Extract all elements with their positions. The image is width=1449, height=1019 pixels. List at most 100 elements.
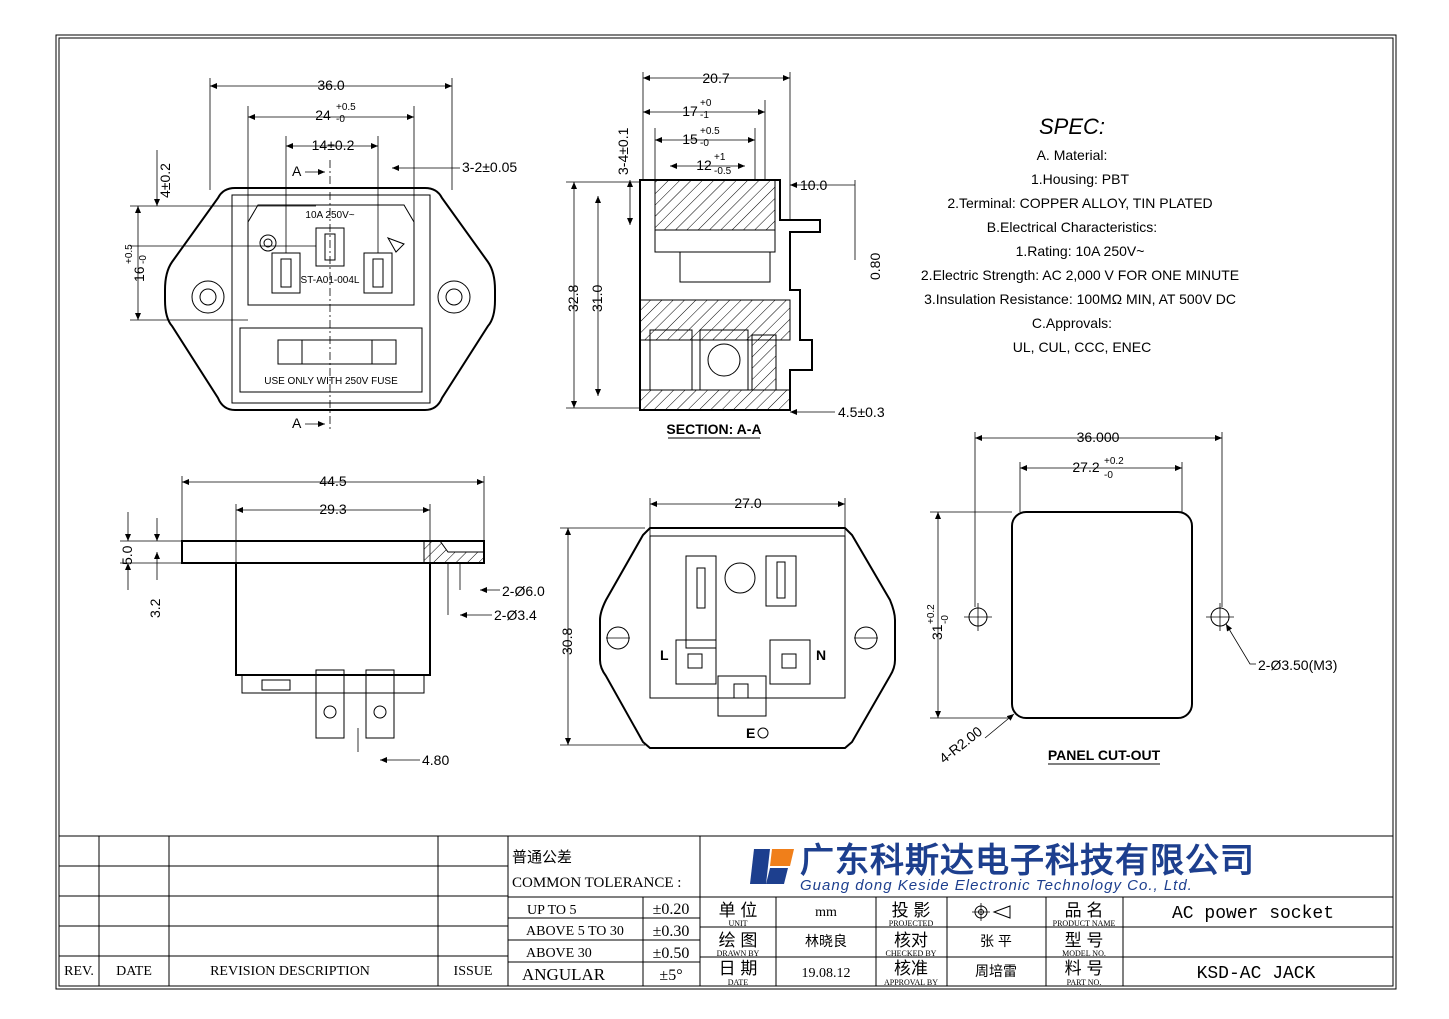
section-dim-15-tol-up: +0.5 xyxy=(700,126,720,137)
tb-checked-value: 张 平 xyxy=(980,933,1012,949)
front-flange-outline xyxy=(164,187,496,411)
tb-approval-cn: 核准 xyxy=(894,959,928,978)
tb-date-cn: 日 期 xyxy=(719,959,758,978)
side-dim-445-label: 44.5 xyxy=(319,473,346,489)
cutout-dim-31-label: 31 xyxy=(929,624,945,640)
sheet-outer-border xyxy=(55,34,1397,990)
tb-header-issue: ISSUE xyxy=(454,964,493,979)
front-fuse-drawer xyxy=(239,327,423,393)
tb-approval-en: APPROVAL BY xyxy=(884,978,938,987)
section-dim-207-label: 20.7 xyxy=(702,70,729,86)
side-body-base xyxy=(241,674,425,694)
side-view: 44.5 29.3 5.0 3.2 2-Ø6.0 2-Ø3.4 4.80 xyxy=(119,473,545,768)
spec-line-8: C.Approvals: xyxy=(1032,315,1112,331)
section-view: SECTION: A-A 20.7 17 +0 -1 15 +0.5 -0 12… xyxy=(565,70,885,439)
front-mount-hole-right xyxy=(437,280,471,314)
side-d34-label: 2-Ø3.4 xyxy=(494,607,537,623)
front-dim-24-tol-up: +0.5 xyxy=(336,102,356,113)
back-body xyxy=(649,535,846,699)
front-fuse-cap-right xyxy=(371,339,397,365)
back-fuse-clip-right-slot xyxy=(776,561,786,599)
tb-date-en: DATE xyxy=(728,978,749,987)
tb-drawn-cn: 绘 图 xyxy=(719,931,758,950)
back-terminal-L-screw xyxy=(687,653,703,669)
cutout-holes-label: 2-Ø3.50(M3) xyxy=(1258,657,1337,673)
projection-symbol-icon xyxy=(972,903,1011,921)
cutout-dim-272-tol-low: -0 xyxy=(1104,470,1113,481)
side-terminal-left-hole xyxy=(323,705,337,719)
section-dim-12-label: 12 xyxy=(696,157,712,173)
tb-projected-en: PROJECTED xyxy=(889,919,934,928)
back-label-L: L xyxy=(660,647,669,663)
spec-line-9: UL, CUL, CCC, ENEC xyxy=(1013,339,1151,355)
back-earth-symbol-icon xyxy=(757,727,769,739)
front-dim-4-label: 4±0.2 xyxy=(157,163,173,198)
cutout-dim-31-tol-up: +0.2 xyxy=(926,604,937,624)
section-dim-15-label: 15 xyxy=(682,131,698,147)
tb-drawn-value: 林晓良 xyxy=(805,933,847,949)
section-dim-12-tol-low: -0.5 xyxy=(714,166,732,177)
back-flange-outline xyxy=(599,527,896,749)
front-cert-mark-icon xyxy=(259,234,277,252)
side-d60-label: 2-Ø6.0 xyxy=(502,583,545,599)
tb-unit-value: mm xyxy=(815,905,837,920)
tb-unit-en: UNIT xyxy=(728,919,747,928)
section-dim-17-label: 17 xyxy=(682,103,698,119)
section-dim-12-tol-up: +1 xyxy=(714,152,726,163)
cutout-view: 36.000 27.2 +0.2 -0 31 +0.2 -0 2-Ø3.50(M… xyxy=(926,429,1337,766)
title-block: REV. DATE REVISION DESCRIPTION ISSUE 普通公… xyxy=(59,835,1393,987)
spec-line-4: B.Electrical Characteristics: xyxy=(987,219,1157,235)
back-view: L N E 27.0 30.8 xyxy=(559,495,896,749)
front-dim-16-tol-up: +0.5 xyxy=(124,244,135,264)
tb-product-en: PRODUCT NAME xyxy=(1053,919,1116,928)
section-dim-328-label: 32.8 xyxy=(565,285,581,312)
section-housing-lower xyxy=(639,299,791,341)
tb-tol-value-3: ±0.50 xyxy=(653,945,690,962)
back-label-E: E xyxy=(746,725,755,741)
tb-tol-title-cn: 普通公差 xyxy=(512,849,572,866)
section-wall xyxy=(751,334,777,391)
tb-product-cn: 品 名 xyxy=(1065,901,1104,920)
tb-model-en: MODEL NO. xyxy=(1062,949,1106,958)
spec-line-3: 2.Terminal: COPPER ALLOY, TIN PLATED xyxy=(947,195,1212,211)
tb-model-cn: 型 号 xyxy=(1065,931,1104,950)
front-dim-36-label: 36.0 xyxy=(317,77,344,93)
back-dim-308-label: 30.8 xyxy=(559,628,575,655)
side-terminal-left xyxy=(315,669,345,739)
spec-line-6: 2.Electric Strength: AC 2,000 V FOR ONE … xyxy=(921,267,1239,283)
front-type-label: ST-A01-004L xyxy=(301,275,360,286)
side-flange-section xyxy=(423,540,485,564)
spec-title: SPEC: xyxy=(1039,114,1105,139)
section-dim-10-label: 10.0 xyxy=(800,177,827,193)
section-dim-45-label: 4.5±0.3 xyxy=(838,404,885,420)
company-logo-icon xyxy=(750,849,794,884)
back-fuse-clip-left-slot xyxy=(696,567,706,609)
back-fuse-clip-left xyxy=(685,555,717,649)
front-dim-32-label: 3-2±0.05 xyxy=(462,159,517,175)
side-latch xyxy=(261,679,291,691)
side-dim-32-label: 3.2 xyxy=(147,598,163,618)
front-dim-16-tol-low: -0 xyxy=(138,255,149,264)
tb-product-value: AC power socket xyxy=(1172,904,1334,924)
side-dim-293-label: 29.3 xyxy=(319,501,346,517)
tb-checked-cn: 核对 xyxy=(894,931,928,950)
side-terminal-right-hole xyxy=(373,705,387,719)
tb-part-en: PART NO. xyxy=(1067,978,1102,987)
cutout-holes-leader xyxy=(1225,623,1256,665)
section-housing-upper xyxy=(654,179,776,231)
section-base xyxy=(639,389,791,411)
tb-part-value: KSD-AC JACK xyxy=(1197,964,1316,984)
front-section-label-top: A xyxy=(292,163,302,179)
tb-tol-range-3: ABOVE 30 xyxy=(526,946,592,961)
section-contact xyxy=(707,343,741,377)
back-fuse-clip-right xyxy=(765,555,797,607)
tb-tol-range-4: ANGULAR xyxy=(522,965,606,984)
cutout-dim-272-tol-up: +0.2 xyxy=(1104,456,1124,467)
spec-line-2: 1.Housing: PBT xyxy=(1031,171,1129,187)
side-dim-480-label: 4.80 xyxy=(422,752,449,768)
front-mount-hole-left xyxy=(191,280,225,314)
front-inner-frame xyxy=(231,194,431,404)
section-dim-15-tol-low: -0 xyxy=(700,138,709,149)
back-terminal-E xyxy=(717,675,767,717)
